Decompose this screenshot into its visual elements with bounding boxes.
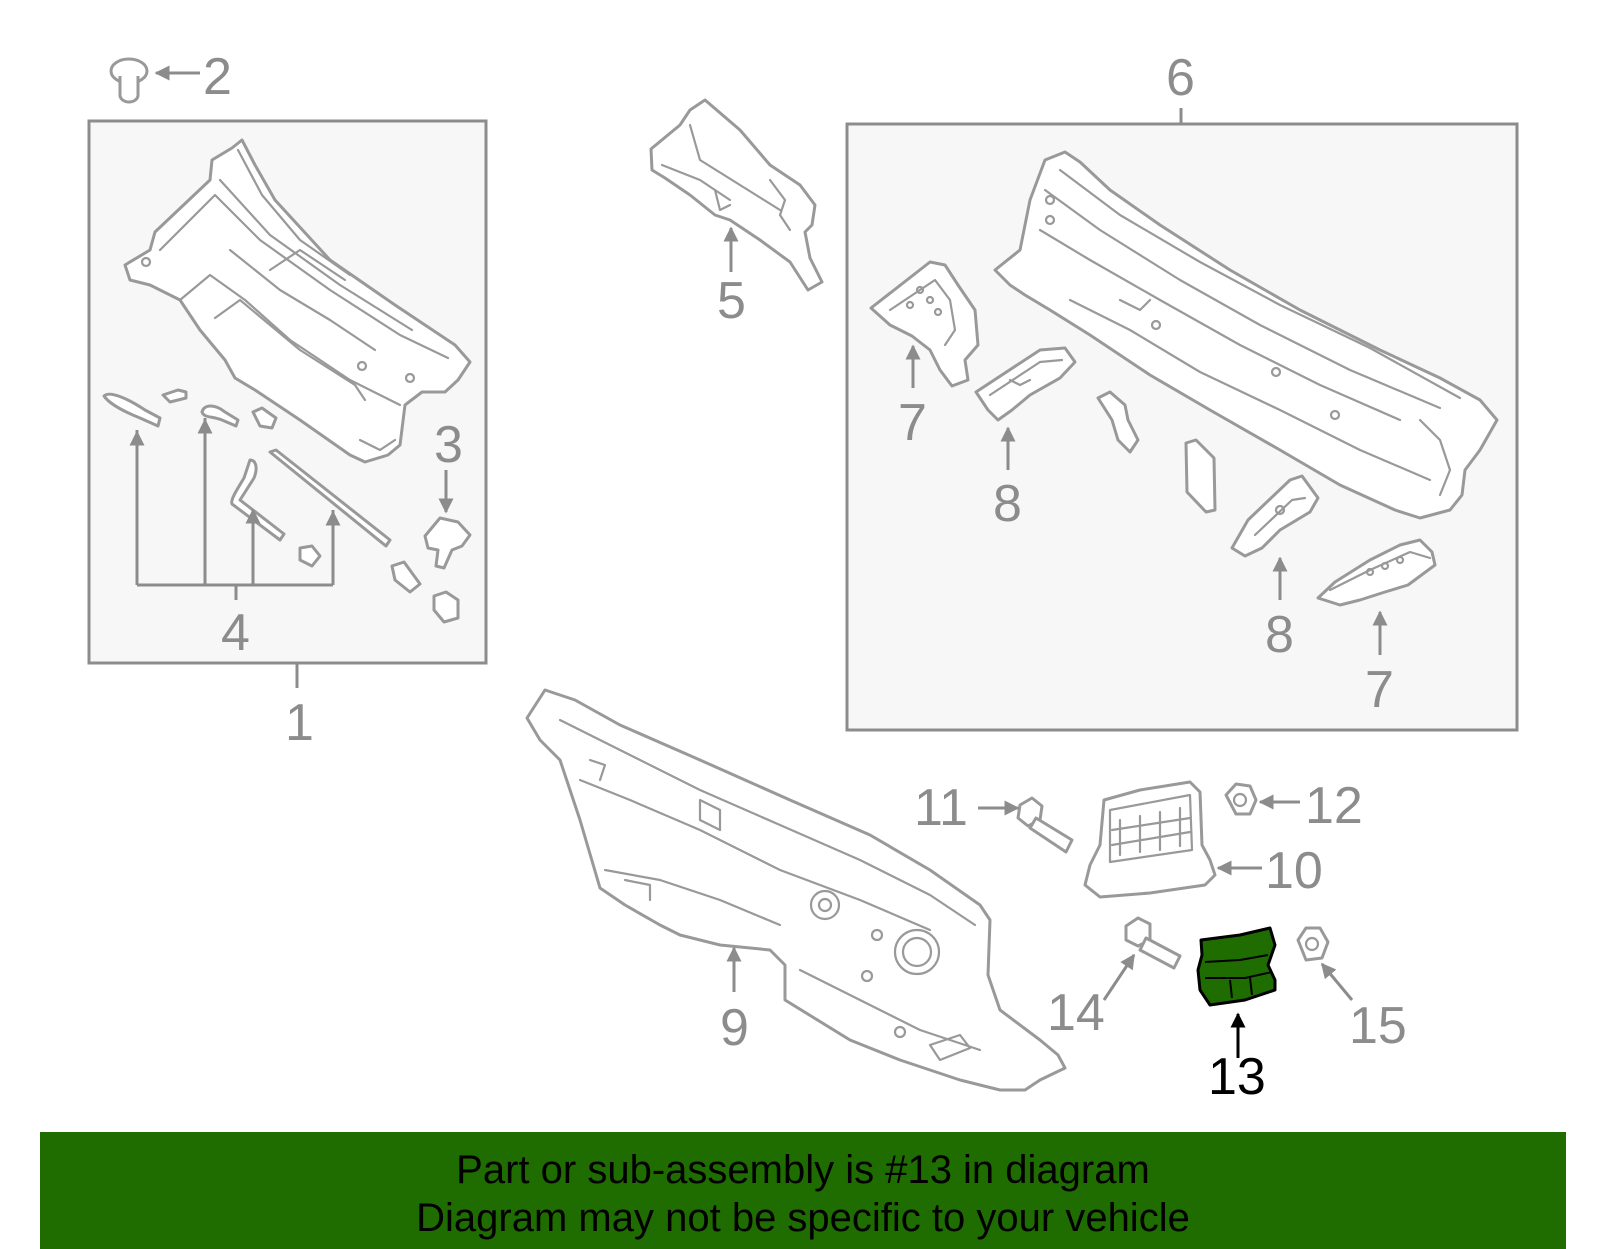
callout-11: 11	[914, 779, 968, 837]
callout-5: 5	[717, 272, 746, 330]
callout-15: 15	[1349, 997, 1407, 1055]
part-8-bracket-lower[interactable]	[1230, 474, 1320, 558]
callout-3: 3	[434, 416, 463, 474]
part-10-bracket[interactable]	[1083, 780, 1217, 899]
callout-6: 6	[1166, 49, 1195, 107]
callout-1: 1	[285, 694, 314, 752]
callout-7-left: 7	[898, 394, 927, 452]
part-6-cowl-top-panel[interactable]	[993, 150, 1499, 520]
part-8-bracket-upper[interactable]	[974, 346, 1077, 422]
info-banner: Part or sub-assembly is #13 in diagram D…	[40, 1132, 1566, 1249]
callout-8-lower: 8	[1265, 606, 1294, 664]
part-5-bracket[interactable]	[649, 98, 824, 292]
banner-line-2: Diagram may not be specific to your vehi…	[416, 1196, 1190, 1240]
part-7-bracket-right[interactable]	[1316, 538, 1437, 607]
part-3-washer-nozzle[interactable]	[423, 516, 472, 624]
banner-line-1: Part or sub-assembly is #13 in diagram	[456, 1148, 1150, 1192]
part-small-plate-b[interactable]	[1184, 438, 1217, 514]
callout-7-right: 7	[1365, 661, 1394, 719]
callout-10: 10	[1265, 842, 1323, 900]
callout-14: 14	[1047, 984, 1105, 1042]
callout-13: 13	[1208, 1048, 1266, 1106]
callout-2: 2	[203, 48, 232, 106]
part-11-bolt[interactable]	[1016, 796, 1074, 854]
callout-12: 12	[1305, 777, 1363, 835]
part-small-bracket-a[interactable]	[1096, 390, 1140, 454]
part-1-cowl-panel[interactable]	[123, 138, 472, 464]
part-2-clip[interactable]	[109, 57, 149, 104]
part-14-bolt[interactable]	[1124, 916, 1182, 970]
part-15-nut[interactable]	[1296, 926, 1330, 962]
callout-9: 9	[720, 999, 749, 1057]
part-9-dash-panel[interactable]	[525, 688, 1067, 1092]
callout-8-upper: 8	[993, 475, 1022, 533]
part-13-highlighted-bracket[interactable]	[1196, 926, 1277, 1007]
callout-4: 4	[221, 604, 250, 662]
part-7-bracket-left[interactable]	[869, 260, 980, 388]
part-12-nut[interactable]	[1224, 782, 1258, 816]
